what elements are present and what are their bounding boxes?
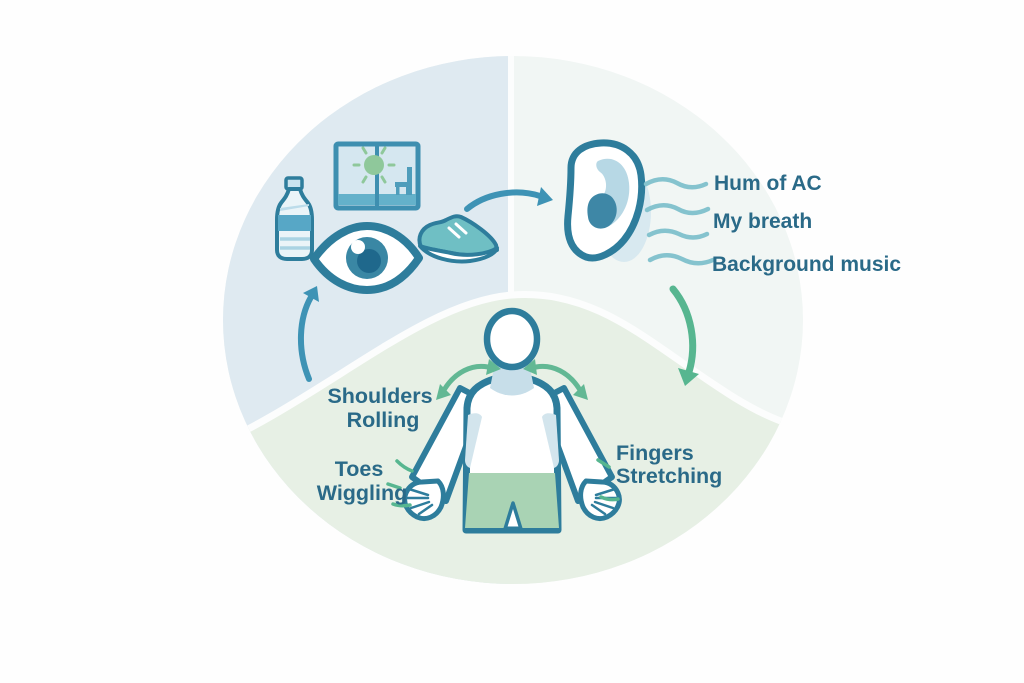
hear-item-background-music: Background music (712, 253, 901, 276)
arrow-feel-to-see-icon (298, 286, 319, 382)
right-hand (578, 478, 622, 522)
feel-label-shoulders-line1: Shoulders (327, 384, 432, 408)
right-sleeve-shade (542, 413, 559, 468)
see-section (275, 141, 499, 294)
eye-icon (310, 222, 423, 294)
feel-label-fingers: Fingers Stretching (616, 441, 722, 488)
ear-icon (564, 139, 651, 262)
feel-section: Shoulders Rolling Toes Wiggling Fingers … (317, 307, 722, 534)
water-bottle-icon (275, 176, 314, 261)
hear-section: Hum of AC My breath Background music (564, 139, 901, 276)
hand-dashes-left-icon (386, 459, 414, 508)
shoulder-arrow-left-icon (436, 359, 501, 400)
person-figure (402, 307, 622, 534)
shorts-seam (503, 501, 523, 530)
sound-waves-icon (643, 177, 716, 266)
feel-label-toes-line2: Wiggling (317, 481, 408, 505)
sneaker-icon (417, 214, 499, 264)
sun-icon (352, 146, 396, 184)
window-icon (333, 141, 421, 211)
chair-icon (395, 167, 412, 195)
shoulder-arrow-right-icon (523, 359, 588, 400)
head (483, 307, 541, 371)
hand-dashes-right-icon (596, 458, 620, 502)
hear-item-my-breath: My breath (713, 210, 812, 233)
feel-label-fingers-line1: Fingers (616, 441, 694, 465)
arrow-see-to-hear-icon (464, 187, 553, 212)
feel-label-shoulders-line2: Rolling (347, 408, 420, 432)
feel-label-shoulders: Shoulders Rolling (327, 384, 438, 432)
feel-label-fingers-line2: Stretching (616, 464, 722, 488)
hear-item-hum-of-ac: Hum of AC (714, 172, 822, 195)
feel-label-toes-line1: Toes (335, 457, 384, 481)
left-hand (402, 478, 446, 522)
shorts (465, 473, 559, 528)
arrow-hear-to-feel-icon (669, 285, 699, 386)
feel-label-toes: Toes Wiggling (317, 457, 408, 505)
section-divider-wave (223, 291, 803, 456)
left-sleeve-shade (465, 413, 482, 468)
